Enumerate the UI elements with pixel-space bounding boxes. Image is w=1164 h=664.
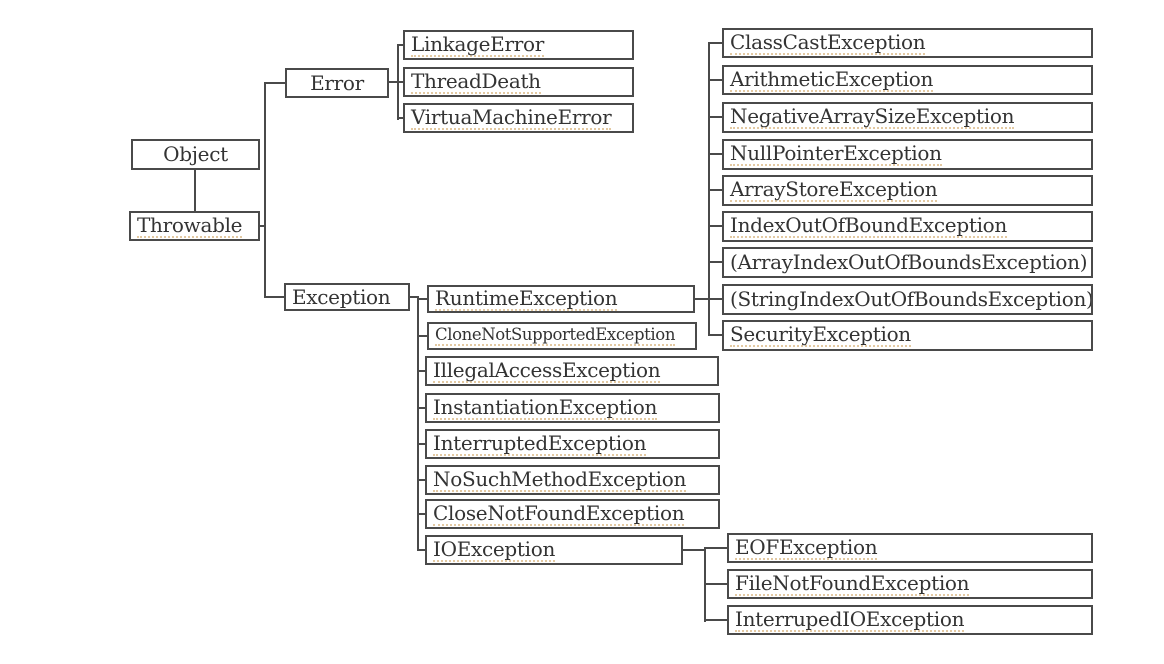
class-label-filenotfound: FileNotFoundException xyxy=(735,570,970,596)
connector-line xyxy=(710,334,722,336)
connector-line xyxy=(704,547,706,622)
connector-line xyxy=(706,583,727,585)
class-box-stringindexoob: (StringIndexOutOfBoundsException) xyxy=(722,284,1093,315)
class-box-nosuchmethod: NoSuchMethodException xyxy=(425,465,720,495)
connector-line xyxy=(266,296,284,298)
connector-line xyxy=(399,117,403,119)
connector-line xyxy=(419,479,425,481)
class-label-ioexception: IOException xyxy=(433,536,556,562)
class-label-interrupted: InterruptedException xyxy=(433,430,647,456)
class-label-illegalaccess: IllegalAccessException xyxy=(433,357,661,383)
class-label-error: Error xyxy=(310,70,364,95)
connector-line xyxy=(710,298,722,300)
class-label-nullpointer: NullPointerException xyxy=(730,141,942,166)
class-box-closenotfound: CloseNotFoundException xyxy=(425,499,720,529)
connector-line xyxy=(683,549,704,551)
connector-line xyxy=(710,42,722,44)
connector-line xyxy=(419,407,425,409)
connector-line xyxy=(397,44,399,120)
class-label-linkageerror: LinkageError xyxy=(411,31,544,57)
class-box-arrayindexoob: (ArrayIndexOutOfBoundsException) xyxy=(722,247,1093,278)
class-label-security: SecurityException xyxy=(730,322,911,347)
connector-line xyxy=(417,296,419,551)
connector-line xyxy=(410,296,417,298)
class-label-interrupedio: InterrupedIOException xyxy=(735,606,965,632)
connector-line xyxy=(388,81,397,83)
class-label-indexoob: IndexOutOfBoundException xyxy=(730,213,1007,238)
class-label-eof: EOFException xyxy=(735,534,878,560)
class-label-arraystore: ArrayStoreException xyxy=(730,177,938,202)
class-label-instantiation: InstantiationException xyxy=(433,394,658,420)
connector-line xyxy=(710,189,722,191)
connector-line xyxy=(419,370,425,372)
connector-line xyxy=(399,44,403,46)
class-box-throwable: Throwable xyxy=(129,211,260,241)
class-box-nullpointer: NullPointerException xyxy=(722,139,1093,170)
connector-line xyxy=(710,79,722,81)
class-box-security: SecurityException xyxy=(722,320,1093,351)
connector-line xyxy=(710,261,722,263)
class-box-object: Object xyxy=(131,139,260,170)
class-box-runtime: RuntimeException xyxy=(427,285,695,313)
class-label-runtime: RuntimeException xyxy=(435,285,618,311)
connector-line xyxy=(419,513,425,515)
class-box-arithmetic: ArithmeticException xyxy=(722,65,1093,95)
connector-line xyxy=(399,81,403,83)
class-box-illegalaccess: IllegalAccessException xyxy=(425,356,719,386)
class-box-ioexception: IOException xyxy=(425,535,683,565)
connector-line xyxy=(419,549,425,551)
connector-line xyxy=(710,153,722,155)
class-label-classcast: ClassCastException xyxy=(730,29,926,55)
class-label-arrayindexoob: (ArrayIndexOutOfBoundsException) xyxy=(730,250,1088,274)
connector-line xyxy=(194,170,196,211)
class-box-arraystore: ArrayStoreException xyxy=(722,175,1093,206)
class-label-closenotfound: CloseNotFoundException xyxy=(433,500,685,526)
class-box-linkageerror: LinkageError xyxy=(403,30,634,60)
class-label-exception: Exception xyxy=(292,284,391,309)
class-box-exception: Exception xyxy=(284,283,410,311)
class-box-interrupted: InterruptedException xyxy=(425,429,720,459)
class-box-instantiation: InstantiationException xyxy=(425,393,720,423)
class-box-interrupedio: InterrupedIOException xyxy=(727,605,1093,635)
class-label-threaddeath: ThreadDeath xyxy=(411,68,541,94)
connector-line xyxy=(708,42,710,336)
connector-line xyxy=(419,335,427,337)
class-box-indexoob: IndexOutOfBoundException xyxy=(722,211,1093,242)
connector-line xyxy=(419,443,425,445)
class-label-virtuamachine: VirtuaMachineError xyxy=(411,104,612,130)
class-box-filenotfound: FileNotFoundException xyxy=(727,569,1093,599)
class-box-threaddeath: ThreadDeath xyxy=(403,67,634,97)
class-box-negarraysize: NegativeArraySizeException xyxy=(722,102,1093,133)
connector-line xyxy=(419,298,427,300)
connector-line xyxy=(264,82,266,298)
connector-line xyxy=(260,225,266,227)
class-box-classcast: ClassCastException xyxy=(722,28,1093,58)
class-label-stringindexoob: (StringIndexOutOfBoundsException) xyxy=(730,287,1093,311)
connector-line xyxy=(695,298,708,300)
connector-line xyxy=(710,116,722,118)
connector-line xyxy=(710,225,722,227)
connector-line xyxy=(266,82,285,84)
class-label-negarraysize: NegativeArraySizeException xyxy=(730,104,1015,129)
class-label-clonenotsupp: CloneNotSupportedException xyxy=(435,325,676,346)
class-label-throwable: Throwable xyxy=(137,212,243,238)
class-label-nosuchmethod: NoSuchMethodException xyxy=(433,466,687,492)
connector-line xyxy=(706,619,727,621)
class-box-virtuamachine: VirtuaMachineError xyxy=(403,103,634,133)
connector-line xyxy=(706,547,727,549)
class-box-clonenotsupp: CloneNotSupportedException xyxy=(427,322,697,350)
class-box-error: Error xyxy=(285,68,389,98)
class-label-arithmetic: ArithmeticException xyxy=(730,66,934,92)
class-label-object: Object xyxy=(163,142,228,166)
class-box-eof: EOFException xyxy=(727,533,1093,563)
